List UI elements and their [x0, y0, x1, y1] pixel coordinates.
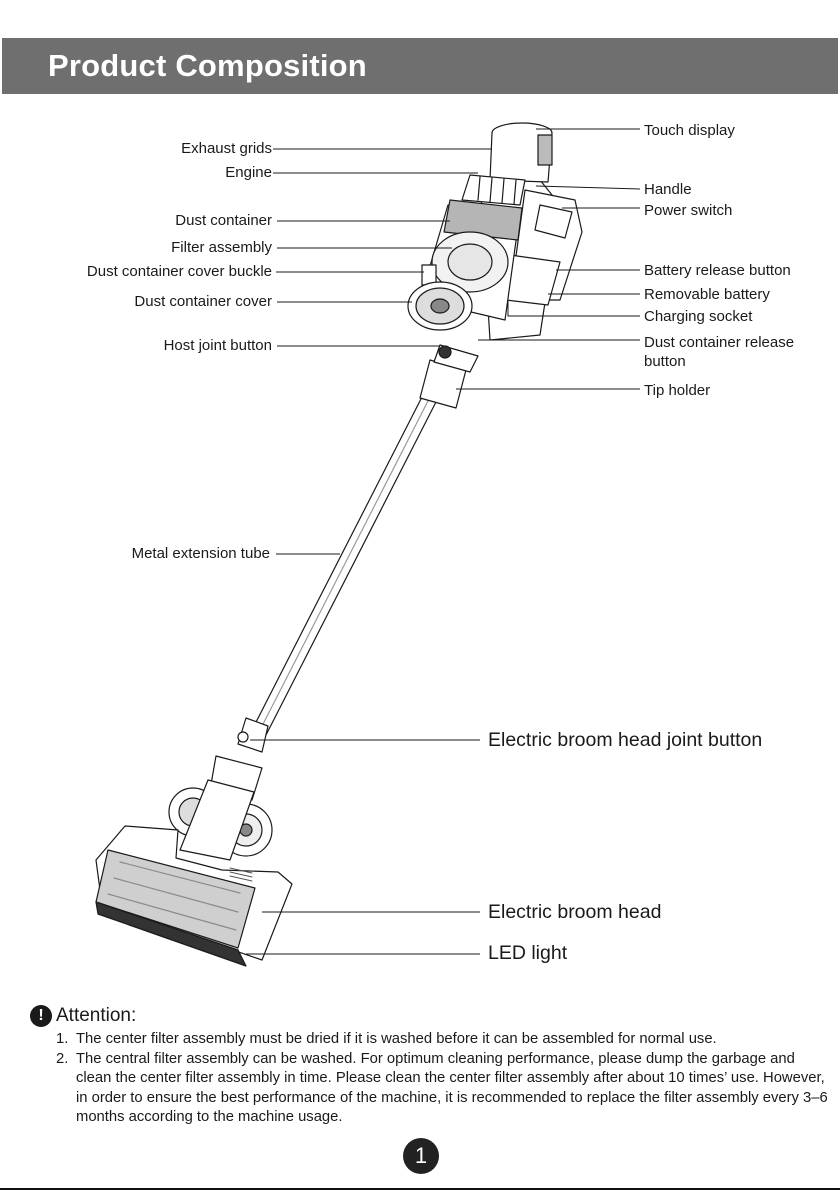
- dust-container-shape: [407, 199, 523, 331]
- label-tip-holder: Tip holder: [644, 382, 711, 399]
- label-filter-assembly: Filter assembly: [171, 239, 272, 256]
- label-metal-extension-tube: Metal extension tube: [131, 545, 270, 562]
- list-item: 2. The central filter assembly can be was…: [30, 1050, 830, 1128]
- label-dust-container-release-button-line2: button: [644, 353, 686, 370]
- label-dust-container-cover: Dust container cover: [134, 293, 272, 310]
- label-dust-container-release-button: Dust container release: [644, 334, 795, 351]
- label-host-joint-button: Host joint button: [163, 337, 272, 354]
- label-power-switch: Power switch: [644, 202, 733, 219]
- page-number: 1: [403, 1138, 439, 1174]
- list-item: 1. The center filter assembly must be dri…: [30, 1030, 830, 1050]
- label-removable-battery: Removable battery: [644, 286, 770, 303]
- exclamation-icon: !: [30, 1005, 52, 1027]
- list-item-text: The central filter assembly can be washe…: [76, 1050, 828, 1126]
- list-item-text: The center filter assembly must be dried…: [76, 1031, 717, 1047]
- list-item-number: 1.: [56, 1031, 69, 1047]
- bottom-divider: [0, 1188, 840, 1190]
- leader-charging-socket: [507, 300, 640, 317]
- attention-section: ! Attention: 1. The center filter assembl…: [30, 1004, 830, 1128]
- leader-handle: [535, 185, 641, 190]
- label-charging-socket: Charging socket: [644, 308, 753, 325]
- tip-holder-shape: [419, 344, 479, 409]
- vacuum-diagram: [95, 122, 641, 967]
- label-electric-broom-head: Electric broom head: [488, 901, 662, 923]
- label-dust-container: Dust container: [175, 212, 272, 229]
- metal-extension-tube-shape: [251, 394, 438, 736]
- label-handle: Handle: [644, 181, 692, 198]
- attention-title: Attention:: [56, 1005, 137, 1026]
- attention-header: ! Attention:: [30, 1004, 830, 1028]
- label-exhaust-grids: Exhaust grids: [181, 140, 272, 157]
- label-engine: Engine: [225, 164, 272, 181]
- attention-list: 1. The center filter assembly must be dri…: [30, 1030, 830, 1128]
- label-battery-release-button: Battery release button: [644, 262, 791, 279]
- electric-broom-head-shape: [95, 779, 293, 967]
- page-title: Product Composition: [48, 48, 367, 83]
- section-header: Product Composition: [2, 38, 838, 94]
- label-electric-broom-head-joint-button: Electric broom head joint button: [488, 729, 763, 751]
- list-item-number: 2.: [56, 1050, 69, 1067]
- label-dust-container-cover-buckle: Dust container cover buckle: [86, 263, 272, 280]
- label-led-light: LED light: [488, 942, 568, 964]
- label-touch-display: Touch display: [644, 122, 735, 139]
